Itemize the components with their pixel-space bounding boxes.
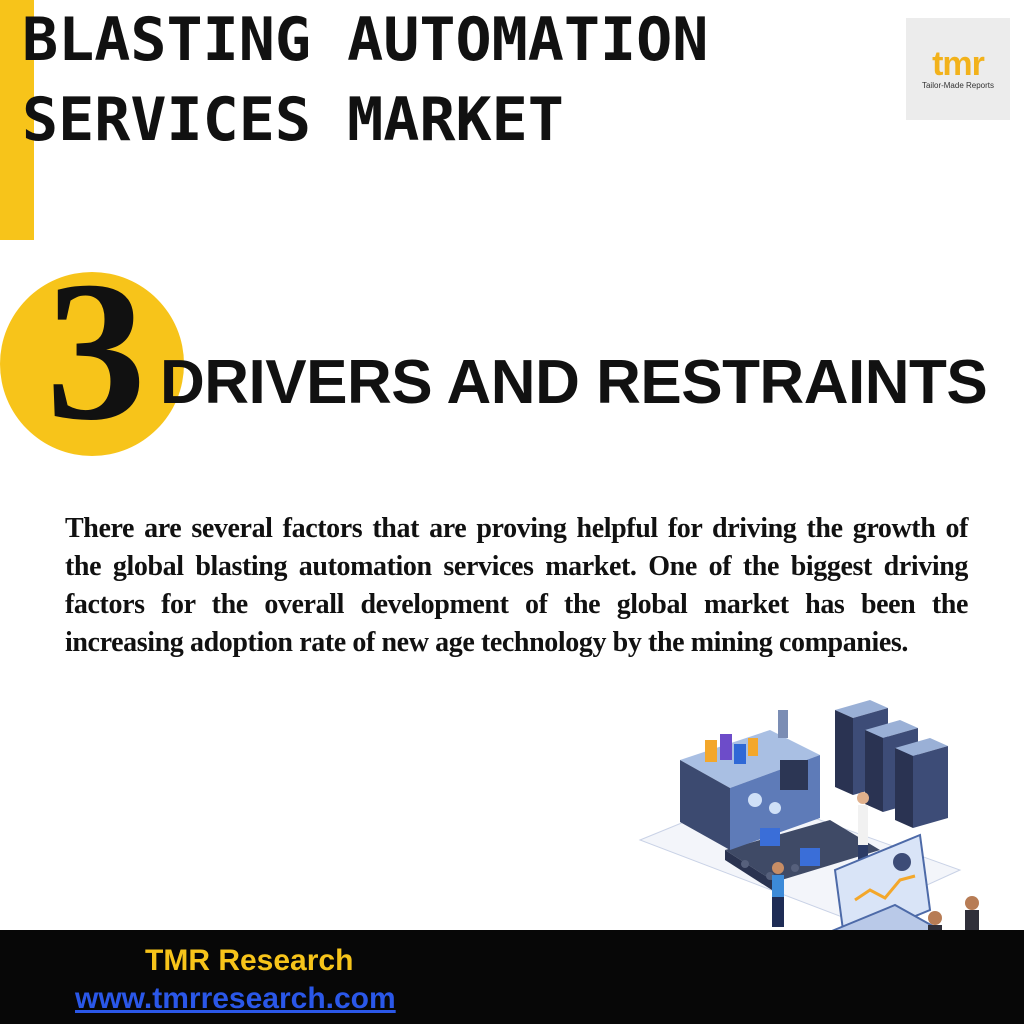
- title-line-2: SERVICES MARKET: [22, 85, 564, 155]
- section-heading: DRIVERS AND RESTRAINTS: [160, 348, 988, 417]
- page-title: BLASTING AUTOMATION SERVICES MARKET: [22, 0, 708, 160]
- logo-tagline: Tailor-Made Reports: [921, 80, 995, 90]
- tmr-logo: tmr Tailor-Made Reports: [906, 18, 1010, 120]
- section-number: 3: [46, 241, 146, 462]
- footer-bar: TMR Research www.tmrresearch.com: [0, 930, 1024, 1024]
- footer-website-link[interactable]: www.tmrresearch.com: [75, 982, 396, 1015]
- body-paragraph: There are several factors that are provi…: [65, 513, 968, 658]
- section-number-circle: [0, 272, 184, 456]
- accent-bar: [0, 0, 34, 240]
- logo-word: tmr: [932, 44, 985, 83]
- title-line-1: BLASTING AUTOMATION: [22, 5, 709, 75]
- footer-company-name: TMR Research: [145, 944, 354, 977]
